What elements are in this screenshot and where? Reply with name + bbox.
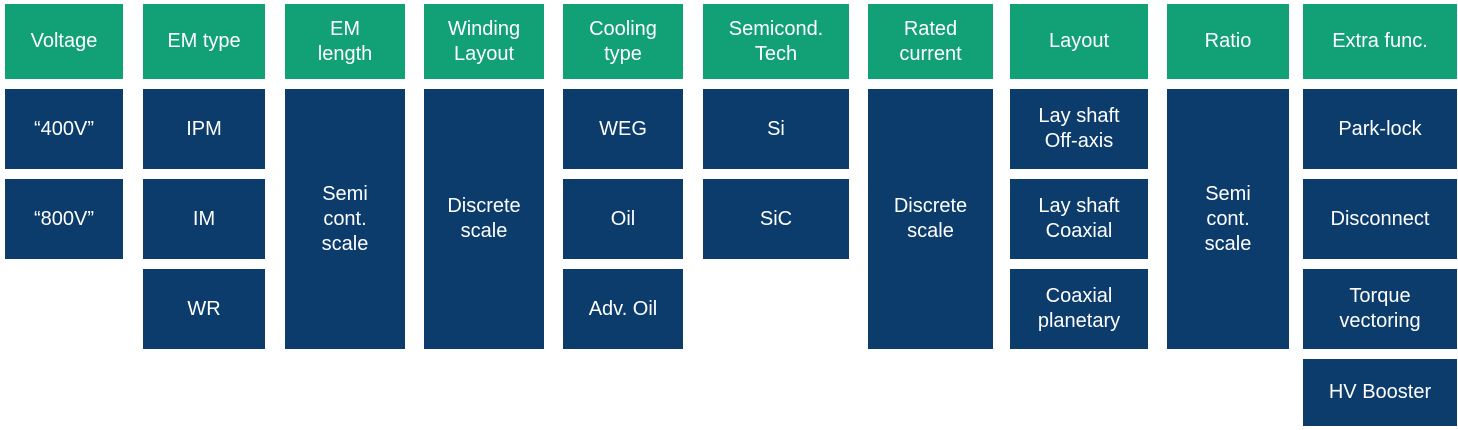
- options-cooling-type: WEG Oil Adv. Oil: [563, 89, 683, 349]
- option-si: Si: [703, 89, 849, 169]
- option-hv-booster: HV Booster: [1303, 359, 1457, 426]
- column-voltage: Voltage “400V” “800V”: [5, 0, 123, 430]
- header-em-type: EM type: [143, 4, 265, 79]
- column-winding-layout: Winding Layout Discrete scale: [424, 0, 544, 430]
- option-800v: “800V”: [5, 179, 123, 259]
- header-extra-func: Extra func.: [1303, 4, 1457, 79]
- header-voltage: Voltage: [5, 4, 123, 79]
- header-cooling-type: Cooling type: [563, 4, 683, 79]
- options-extra-func: Park-lock Disconnect Torque vectoring HV…: [1303, 89, 1457, 426]
- options-semicond-tech: Si SiC: [703, 89, 849, 259]
- column-em-type: EM type IPM IM WR: [143, 0, 265, 430]
- column-ratio: Ratio Semi cont. scale: [1167, 0, 1289, 430]
- options-voltage: “400V” “800V”: [5, 89, 123, 259]
- option-winding-discrete-scale: Discrete scale: [424, 89, 544, 349]
- column-em-length: EM length Semi cont. scale: [285, 0, 405, 430]
- options-layout: Lay shaft Off-axis Lay shaft Coaxial Coa…: [1010, 89, 1148, 349]
- option-lay-shaft-coaxial: Lay shaft Coaxial: [1010, 179, 1148, 259]
- column-rated-current: Rated current Discrete scale: [868, 0, 993, 430]
- header-ratio: Ratio: [1167, 4, 1289, 79]
- option-ipm: IPM: [143, 89, 265, 169]
- column-semicond-tech: Semicond. Tech Si SiC: [703, 0, 849, 430]
- option-oil: Oil: [563, 179, 683, 259]
- option-400v: “400V”: [5, 89, 123, 169]
- column-layout: Layout Lay shaft Off-axis Lay shaft Coax…: [1010, 0, 1148, 430]
- option-weg: WEG: [563, 89, 683, 169]
- option-torque-vectoring: Torque vectoring: [1303, 269, 1457, 349]
- option-lay-shaft-off-axis: Lay shaft Off-axis: [1010, 89, 1148, 169]
- option-rated-current-discrete-scale: Discrete scale: [868, 89, 993, 349]
- option-em-length-semi-cont-scale: Semi cont. scale: [285, 89, 405, 349]
- option-adv-oil: Adv. Oil: [563, 269, 683, 349]
- options-ratio: Semi cont. scale: [1167, 89, 1289, 349]
- options-em-type: IPM IM WR: [143, 89, 265, 349]
- column-extra-func: Extra func. Park-lock Disconnect Torque …: [1303, 0, 1457, 430]
- option-sic: SiC: [703, 179, 849, 259]
- header-semicond-tech: Semicond. Tech: [703, 4, 849, 79]
- options-rated-current: Discrete scale: [868, 89, 993, 349]
- header-winding-layout: Winding Layout: [424, 4, 544, 79]
- header-layout: Layout: [1010, 4, 1148, 79]
- header-em-length: EM length: [285, 4, 405, 79]
- option-wr: WR: [143, 269, 265, 349]
- option-im: IM: [143, 179, 265, 259]
- column-cooling-type: Cooling type WEG Oil Adv. Oil: [563, 0, 683, 430]
- option-coaxial-planetary: Coaxial planetary: [1010, 269, 1148, 349]
- option-disconnect: Disconnect: [1303, 179, 1457, 259]
- option-ratio-semi-cont-scale: Semi cont. scale: [1167, 89, 1289, 349]
- options-winding-layout: Discrete scale: [424, 89, 544, 349]
- options-em-length: Semi cont. scale: [285, 89, 405, 349]
- option-park-lock: Park-lock: [1303, 89, 1457, 169]
- header-rated-current: Rated current: [868, 4, 993, 79]
